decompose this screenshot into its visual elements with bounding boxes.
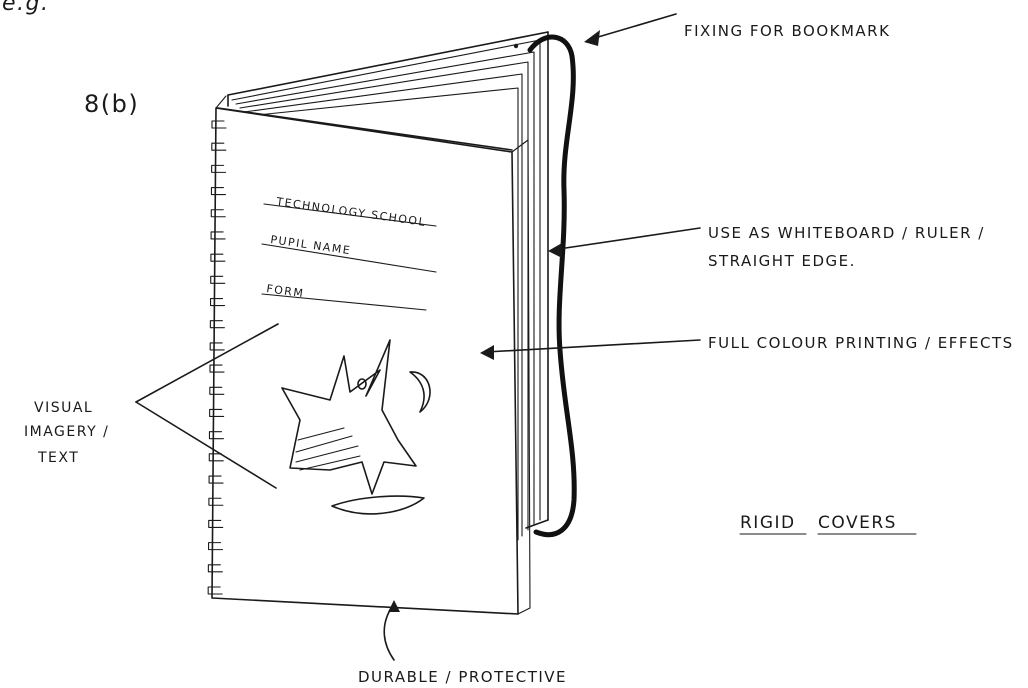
spiral-loop	[209, 297, 226, 307]
top-fragment-text: e.g.	[2, 0, 50, 16]
spiral-loop	[209, 364, 225, 373]
spiral-loop	[210, 275, 226, 284]
label-bookmark-fixing: FIXING FOR BOOKMARK	[684, 22, 890, 40]
label-visual-3: TEXT	[37, 450, 79, 466]
bookmark-strap	[527, 34, 577, 538]
label-whiteboard-2: STRAIGHT EDGE.	[708, 252, 856, 270]
label-visual-1: VISUAL	[34, 400, 93, 416]
label-whiteboard-1: USE AS WHITEBOARD / RULER /	[708, 224, 985, 242]
front-cover	[211, 95, 531, 615]
spiral-loop	[210, 253, 226, 262]
spiral-loop	[211, 142, 227, 151]
spiral-binding	[207, 120, 227, 595]
spiral-loop	[209, 408, 225, 418]
spiral-loop	[209, 342, 225, 351]
label-visual-2: IMAGERY /	[24, 424, 109, 440]
spiral-loop	[207, 586, 223, 595]
spiral-loop	[211, 164, 227, 173]
spiral-loop	[209, 320, 225, 329]
spiral-loop	[208, 431, 225, 440]
spiral-loop	[208, 519, 224, 528]
spiral-loop	[209, 386, 225, 395]
spiral-loop	[210, 187, 227, 196]
annotation-arrows	[135, 13, 701, 661]
label-durable: DURABLE / PROTECTIVE	[358, 668, 567, 686]
spiral-loop	[207, 564, 223, 573]
label-colour-printing: FULL COLOUR PRINTING / EFFECTS	[708, 334, 1014, 352]
spiral-loop	[210, 209, 226, 218]
spiral-loop	[208, 475, 224, 484]
spiral-loop	[210, 231, 226, 240]
question-reference: 8(b)	[84, 90, 139, 118]
spiral-loop	[207, 542, 224, 551]
spiral-loop	[211, 120, 227, 129]
spiral-loop	[208, 497, 224, 506]
label-rigid: RIGID	[740, 513, 796, 533]
spiral-loop	[208, 453, 224, 462]
label-covers: COVERS	[818, 513, 897, 533]
cover-graphic	[281, 339, 431, 515]
